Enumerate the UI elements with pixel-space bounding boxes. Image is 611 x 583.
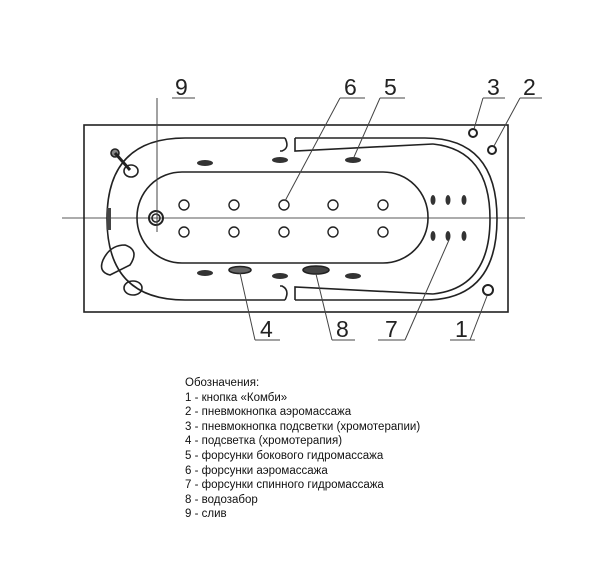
faucet	[100, 148, 143, 296]
combi-button	[482, 284, 494, 296]
callout-2: 2	[523, 74, 536, 100]
callout-3: 3	[487, 74, 500, 100]
aero-button	[487, 145, 497, 155]
back-rest-curve	[432, 143, 491, 295]
legend-title: Обозначения:	[185, 377, 260, 389]
chromotherapy-light	[228, 265, 252, 275]
bathtub-rim	[83, 124, 509, 313]
callout-8: 8	[336, 316, 349, 342]
bathtub-contour	[106, 137, 498, 301]
legend-item: 8 - водозабор	[185, 493, 258, 506]
overflow	[107, 208, 111, 230]
leader-lines	[156, 97, 542, 341]
drain	[148, 210, 164, 226]
legend-item: 9 - слив	[185, 508, 227, 521]
basin	[136, 171, 429, 264]
aero-jets	[178, 199, 389, 238]
water-intake	[302, 265, 330, 275]
callout-6: 6	[344, 74, 357, 100]
light-button	[468, 128, 478, 138]
legend: Обозначения: 1 - кнопка «Комби» 2 - пнев…	[185, 376, 420, 522]
legend-item: 3 - пневмокнопка подсветки (хромотерапии…	[185, 420, 421, 433]
legend-item: 6 - форсунки аэромассажа	[185, 464, 328, 477]
legend-item: 2 - пневмокнопка аэромассажа	[185, 406, 352, 419]
back-jets	[430, 195, 467, 241]
callout-4: 4	[260, 316, 273, 342]
callout-1: 1	[455, 316, 468, 342]
callout-5: 5	[384, 74, 397, 100]
legend-item: 4 - подсветка (хромотерапия)	[185, 435, 343, 448]
armrest-top	[280, 137, 434, 152]
legend-item: 7 - форсунки спинного гидромассажа	[185, 479, 384, 492]
legend-item: 1 - кнопка «Комби»	[185, 391, 288, 404]
callout-7: 7	[385, 316, 398, 342]
callout-9: 9	[175, 74, 188, 100]
side-jets	[197, 157, 361, 279]
armrest-bottom	[280, 285, 434, 301]
legend-item: 5 - форсунки бокового гидромассажа	[185, 449, 384, 462]
